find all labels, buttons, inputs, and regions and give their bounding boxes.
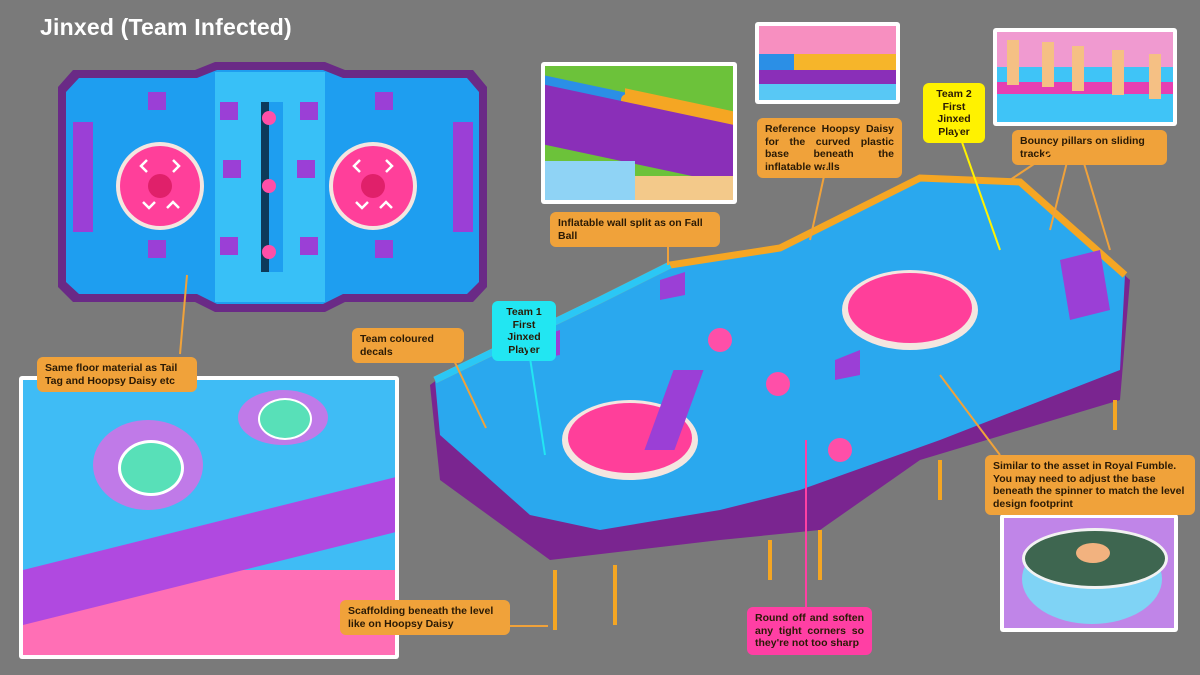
page-title: Jinxed (Team Infected)	[40, 14, 292, 40]
hoopsy-daisy-floor-reference-image	[19, 376, 399, 659]
label-reference-hoopsy: Reference Hoopsy Daisy for the curved pl…	[757, 118, 902, 178]
label-bouncy-pillars: Bouncy pillars on sliding tracks	[1012, 130, 1167, 165]
label-scaffolding: Scaffolding beneath the level like on Ho…	[340, 600, 510, 635]
label-inflatable-wall: Inflatable wall split as on Fall Ball	[550, 212, 720, 247]
label-team1-first-jinxed: Team 1 First Jinxed Player	[492, 301, 556, 361]
royal-fumble-spinner-reference-image	[1000, 514, 1178, 632]
label-round-off-corners: Round off and soften any tight corners s…	[747, 607, 872, 655]
label-floor-material: Same floor material as Tail Tag and Hoop…	[37, 357, 197, 392]
label-team2-first-jinxed: Team 2 First Jinxed Player	[923, 83, 985, 143]
top-down-map	[55, 62, 490, 312]
main-level-render	[420, 160, 1140, 640]
hoopsy-daisy-wall-reference-image	[755, 22, 900, 104]
fall-ball-wall-reference-image	[541, 62, 737, 204]
bouncy-pillars-reference-image	[993, 28, 1177, 126]
label-royal-fumble: Similar to the asset in Royal Fumble. Yo…	[985, 455, 1195, 515]
label-team-decals: Team coloured decals	[352, 328, 464, 363]
